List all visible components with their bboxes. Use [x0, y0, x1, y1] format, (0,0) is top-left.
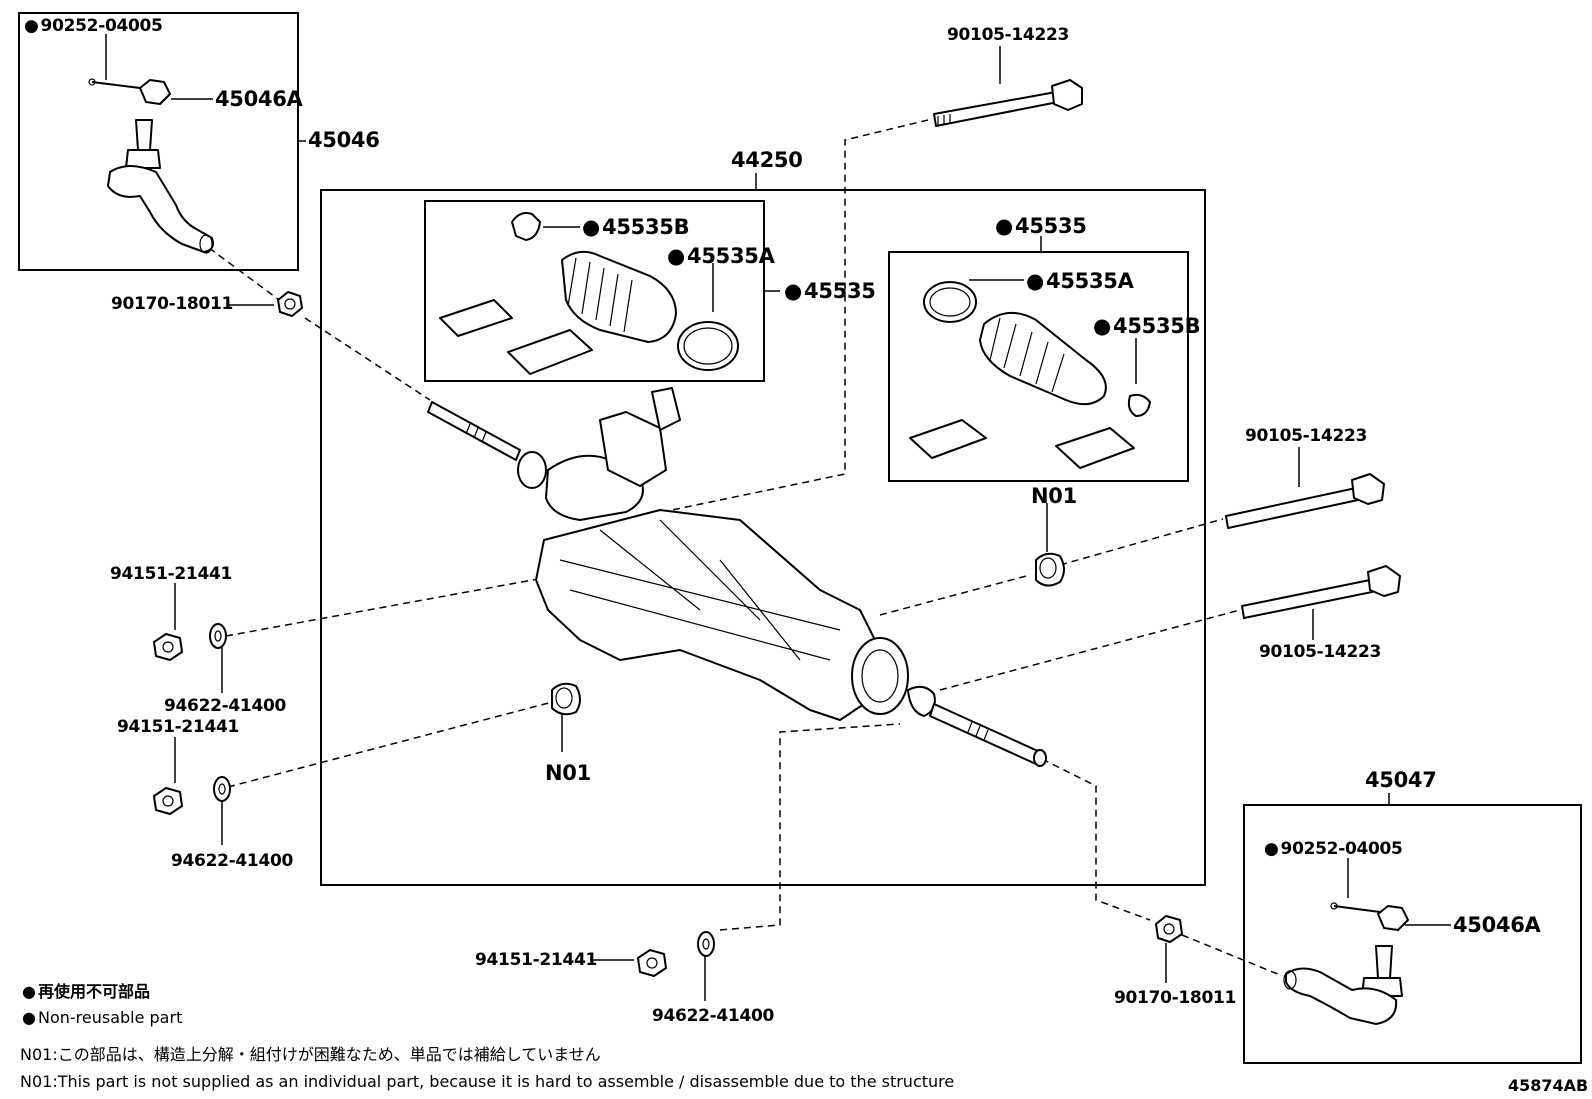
boot-kit-left	[439, 212, 739, 375]
label-94151-21441-b: 94151-21441	[117, 717, 240, 737]
label-45535-left: 45535	[784, 281, 876, 302]
grommet-n01-right	[1035, 552, 1065, 587]
label-n01-center: N01	[545, 761, 591, 785]
label-45047: 45047	[1365, 768, 1437, 792]
label-45535b-left: 45535B	[582, 217, 690, 238]
boot-kit-right	[909, 281, 1151, 469]
label-90105-14223-right-2: 90105-14223	[1259, 642, 1382, 662]
note-n01-jp: N01:この部品は、構造上分解・組付けが困難なため、単品では補給していません	[20, 1045, 601, 1064]
label-45535a-right: 45535A	[1026, 271, 1134, 292]
label-94151-21441-bottom: 94151-21441	[475, 950, 598, 970]
nut-90170-18011-left	[277, 291, 303, 317]
bolt-90105-14223-top	[933, 79, 1083, 127]
label-90170-18011-left: 90170-18011	[111, 294, 234, 314]
label-90105-14223-top: 90105-14223	[947, 25, 1070, 45]
label-45535a-left: 45535A	[667, 246, 775, 267]
label-44250: 44250	[731, 148, 803, 172]
label-45046: 45046	[308, 128, 380, 152]
nut-94151-21441-bottom	[637, 949, 667, 977]
box-44250	[320, 189, 1206, 886]
washer-94622-41400-a	[209, 623, 227, 649]
label-90252-04005-bottom-right: 90252-04005	[1264, 841, 1403, 858]
nut-90170-18011-right	[1155, 915, 1183, 943]
tie-rod-end-45047	[1283, 902, 1409, 1025]
nut-94151-21441-a	[153, 633, 183, 661]
dashed-assembly-lines	[208, 119, 1281, 976]
label-45046a-top-left: 45046A	[215, 87, 303, 111]
grommet-n01-center	[551, 682, 581, 716]
label-45046a-bottom-right: 45046A	[1453, 913, 1541, 937]
diagram-id: 45874AB	[1508, 1076, 1589, 1095]
label-90252-04005-top-left: 90252-04005	[24, 18, 163, 35]
label-90170-18011-bottom-right: 90170-18011	[1114, 988, 1237, 1008]
legend-non-reusable-en: Non-reusable part	[22, 1010, 182, 1026]
label-45535b-right: 45535B	[1093, 316, 1201, 337]
label-94622-41400-b: 94622-41400	[171, 851, 294, 871]
nut-94151-21441-b	[153, 787, 183, 815]
box-45047	[1243, 804, 1582, 1064]
note-n01-en: N01:This part is not supplied as an indi…	[20, 1072, 955, 1091]
label-94622-41400-a: 94622-41400	[164, 696, 287, 716]
washer-94622-41400-b	[213, 776, 231, 802]
legend-non-reusable-jp: 再使用不可部品	[22, 984, 150, 1000]
box-45046	[18, 12, 299, 271]
tie-rod-end-45046	[88, 78, 214, 254]
bolt-90105-14223-right-1	[1225, 473, 1385, 529]
bolt-90105-14223-right-2	[1241, 565, 1401, 619]
label-94622-41400-bottom: 94622-41400	[652, 1006, 775, 1026]
label-45535-right: 45535	[995, 216, 1087, 237]
label-n01-right: N01	[1031, 484, 1077, 508]
washer-94622-41400-bottom	[697, 931, 715, 957]
steering-gear-44250	[427, 387, 1047, 767]
box-45535-right	[888, 251, 1189, 482]
leader-lines	[105, 34, 1451, 1001]
label-90105-14223-right-1: 90105-14223	[1245, 426, 1368, 446]
label-94151-21441-a: 94151-21441	[110, 564, 233, 584]
